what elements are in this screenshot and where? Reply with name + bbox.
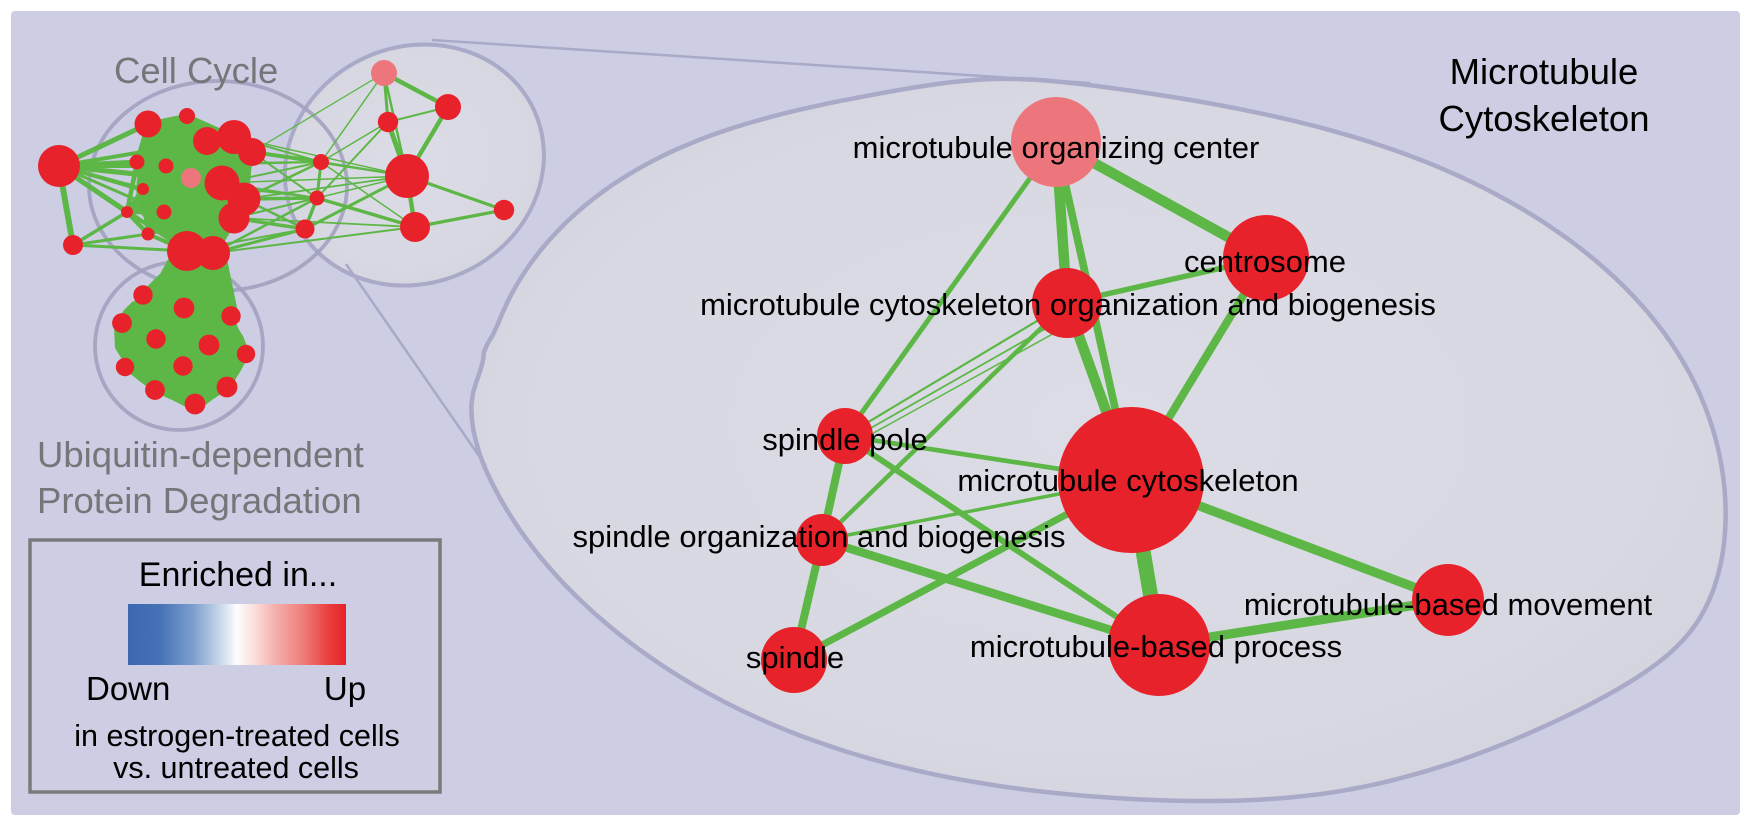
svg-text:spindle organization and bioge: spindle organization and biogenesis <box>573 519 1066 554</box>
svg-text:spindle: spindle <box>746 640 844 675</box>
svg-text:microtubule-based movement: microtubule-based movement <box>1244 587 1653 622</box>
svg-text:Cytoskeleton: Cytoskeleton <box>1439 98 1650 139</box>
svg-text:Protein Degradation: Protein Degradation <box>37 480 362 521</box>
svg-text:Ubiquitin-dependent: Ubiquitin-dependent <box>37 434 364 475</box>
svg-text:Enriched in...: Enriched in... <box>139 556 337 594</box>
svg-text:microtubule-based process: microtubule-based process <box>970 629 1342 664</box>
svg-text:microtubule cytoskeleton: microtubule cytoskeleton <box>957 463 1298 498</box>
svg-text:centrosome: centrosome <box>1184 244 1346 279</box>
svg-text:microtubule organizing center: microtubule organizing center <box>853 130 1260 165</box>
svg-text:Cell Cycle: Cell Cycle <box>114 50 278 91</box>
svg-text:spindle pole: spindle pole <box>762 422 927 457</box>
svg-text:Down: Down <box>86 670 170 707</box>
svg-text:vs. untreated cells: vs. untreated cells <box>113 751 359 785</box>
svg-text:microtubule cytoskeleton organ: microtubule cytoskeleton organization an… <box>700 287 1436 322</box>
svg-text:Microtubule: Microtubule <box>1450 51 1639 92</box>
svg-text:Up: Up <box>324 670 366 707</box>
svg-text:in estrogen-treated cells: in estrogen-treated cells <box>74 719 400 753</box>
